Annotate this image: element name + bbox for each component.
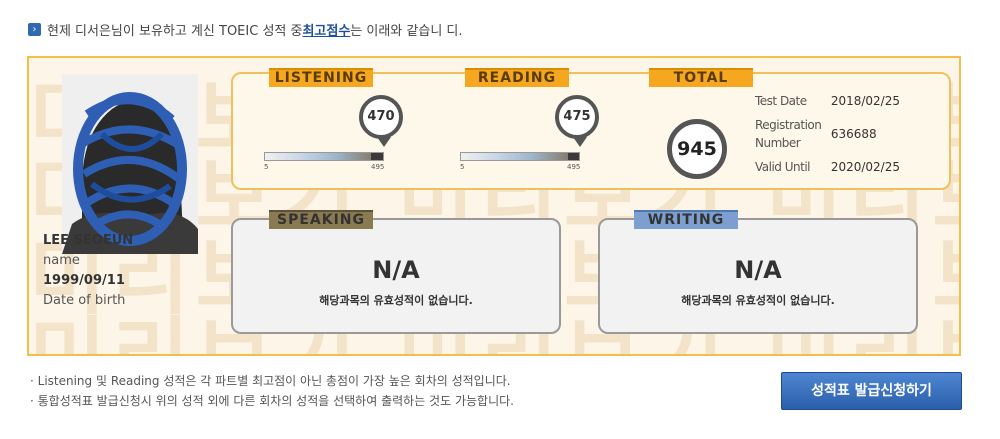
registration-label: Registration Number [755, 118, 822, 150]
test-date-row: Test Date 2018/02/25 [755, 92, 945, 110]
total-tab: TOTAL [649, 68, 753, 87]
intro-line: › 현제 디서은님이 보유하고 계신 TOEIC 성적 중 최고점수 는 이래와… [28, 20, 463, 39]
listening-score-pin: 470 [359, 95, 403, 147]
note-item: · 통합성적표 발급신청시 위의 성적 외에 다른 회차의 성적을 선택하여 출… [30, 394, 514, 408]
total-score-circle: 945 [667, 119, 727, 179]
test-info: Test Date 2018/02/25 Registration Number… [755, 92, 945, 182]
test-date-label: Test Date [755, 94, 807, 108]
speaking-value: N/A [372, 256, 420, 284]
valid-until-value: 2020/02/25 [830, 160, 900, 174]
note-item: · Listening 및 Reading 성적은 각 파트별 최고점이 아닌 … [30, 374, 511, 388]
intro-highlight: 최고점수 [302, 24, 351, 39]
reading-bar-fill [568, 153, 579, 160]
test-date-value: 2018/02/25 [830, 94, 900, 108]
lr-score-box: LISTENING READING TOTAL 470 475 5 495 5 … [231, 68, 951, 190]
reading-bar [460, 152, 580, 161]
listening-scale-min: 5 [264, 163, 269, 171]
person-name: LEE SEOEUN [43, 233, 134, 248]
listening-bar-fill [371, 153, 383, 160]
valid-until-row: Valid Until 2020/02/25 [755, 158, 945, 176]
reading-scale-min: 5 [460, 163, 465, 171]
registration-row: Registration Number 636688 [755, 116, 945, 152]
listening-bar [264, 152, 384, 161]
intro-prefix: 현제 디서은님이 보유하고 계신 TOEIC 성적 중 [47, 24, 303, 39]
listening-scale-max: 495 [371, 163, 385, 171]
writing-tab: WRITING [634, 210, 738, 229]
arrow-right-icon: › [28, 23, 41, 36]
listening-tab: LISTENING [269, 68, 373, 87]
notes: · Listening 및 Reading 성적은 각 파트별 최고점이 아닌 … [30, 371, 514, 411]
writing-box: WRITING N/A 해당과목의 유효성적이 없습니다. [598, 210, 918, 334]
valid-until-label: Valid Until [755, 160, 811, 174]
profile-photo [62, 74, 198, 254]
registration-value: 636688 [830, 127, 877, 141]
speaking-tab: SPEAKING [269, 210, 373, 229]
writing-value: N/A [734, 256, 782, 284]
intro-suffix: 는 이래와 같습니 디. [350, 24, 463, 39]
person-name-label: name [43, 253, 80, 268]
person-dob-label: Date of birth [43, 293, 126, 308]
reading-scale-max: 495 [567, 163, 581, 171]
speaking-message: 해당과목의 유효성적이 없습니다. [319, 294, 473, 307]
person-dob: 1999/09/11 [43, 273, 125, 288]
person-info: LEE SEOEUN name 1999/09/11 Date of birth [43, 231, 193, 311]
writing-message: 해당과목의 유효성적이 없습니다. [681, 294, 835, 307]
speaking-box: SPEAKING N/A 해당과목의 유효성적이 없습니다. [231, 210, 561, 334]
score-panel: 미리보기 미리보기 미리보기 미리보기 미리보기 미리보기 미리보기 미리보기 … [27, 56, 961, 356]
reading-score-pin: 475 [555, 95, 599, 147]
reading-tab: READING [465, 68, 569, 87]
issue-report-button[interactable]: 성적표 발급신청하기 [781, 372, 962, 410]
